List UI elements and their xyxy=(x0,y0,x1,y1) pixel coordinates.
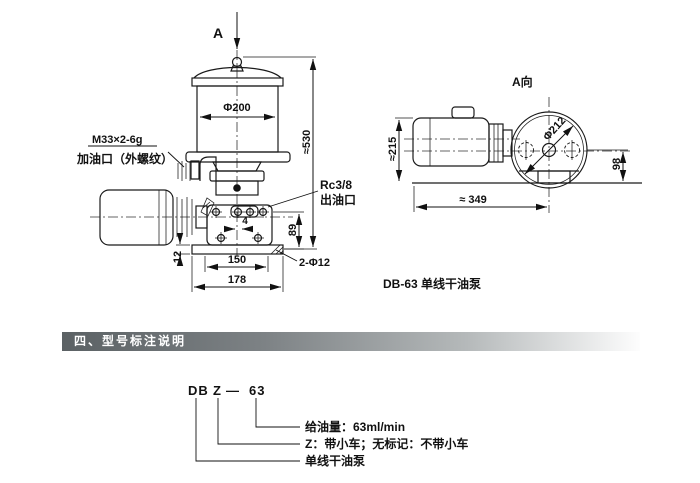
note-flow-rate: 给油量：63ml/min xyxy=(305,419,405,434)
dim-axis-height: 98 xyxy=(587,149,628,181)
dim-12-label: 12 xyxy=(172,251,184,263)
outlet-port-label: 出油口 xyxy=(320,192,356,207)
dim-base-width: 178 xyxy=(191,256,284,292)
callout-outlet: Rc3/8 出油口 xyxy=(267,178,356,208)
dim-530-label: ≈530 xyxy=(301,130,313,154)
note-pump-type: 单线干油泵 xyxy=(305,453,365,468)
dim-overall-height: ≈530 xyxy=(284,59,317,250)
dim-150-label: 150 xyxy=(228,254,246,266)
drawing-caption: DB-63 单线干油泵 xyxy=(383,276,481,291)
a-view: A向 xyxy=(383,74,642,291)
front-view: A Φ200 xyxy=(76,12,356,292)
dim-349-label: ≈ 349 xyxy=(459,194,486,206)
model-notes: 给油量：63ml/min Z：带小车；无标记：不带小车 单线干油泵 xyxy=(305,419,468,468)
model-code: DB Z — 63 xyxy=(188,383,265,398)
section-banner: 四、型号标注说明 xyxy=(62,332,640,351)
code-series: DB xyxy=(188,383,209,398)
a-view-motor xyxy=(412,106,513,167)
dim-215-label: ≈215 xyxy=(387,137,399,161)
dim-reservoir-diameter: Φ200 xyxy=(200,102,275,121)
filler-port-label: 加油口（外螺纹） xyxy=(76,151,173,166)
dim-4-label: 4 xyxy=(242,216,248,227)
dim-hole-span: 150 xyxy=(204,254,269,272)
dim-89-label: 89 xyxy=(287,224,299,236)
dim-body-height: ≈215 xyxy=(387,117,413,181)
filler-fitting xyxy=(177,156,217,181)
section-banner-title: 四、型号标注说明 xyxy=(74,334,187,348)
dim-98-label: 98 xyxy=(611,158,623,170)
callout-filler: M33×2-6g 加油口（外螺纹） xyxy=(76,134,185,168)
a-view-title: A向 xyxy=(512,74,533,89)
model-connector-lines xyxy=(195,398,300,462)
pump-body: 4 xyxy=(206,204,273,246)
pump-technical-drawing: A Φ200 xyxy=(76,12,642,292)
reservoir xyxy=(185,56,291,196)
note-cart-option: Z：带小车；无标记：不带小车 xyxy=(305,436,468,451)
base-plate xyxy=(191,244,284,255)
holes-label: 2-Φ12 xyxy=(299,257,330,269)
bolt-holes xyxy=(210,206,269,244)
outlet-thread-label: Rc3/8 xyxy=(320,178,352,192)
code-flow: 63 xyxy=(249,383,265,398)
callout-holes: 2-Φ12 xyxy=(275,249,330,269)
motor xyxy=(99,189,215,246)
code-dash: — xyxy=(226,383,240,398)
view-a-label: A xyxy=(213,25,223,41)
dim-base-height: 89 xyxy=(273,211,304,250)
code-variant: Z xyxy=(213,383,222,398)
model-designation-diagram: DB Z — 63 给油量：63ml/min Z：带小车；无标记：不带小车 单线… xyxy=(188,383,468,468)
thread-spec-label: M33×2-6g xyxy=(92,134,142,146)
dim-overall-length: ≈ 349 xyxy=(413,186,547,212)
dim-plate-thickness: 12 xyxy=(172,233,190,266)
dim-phi200-label: Φ200 xyxy=(223,102,250,114)
dim-178-label: 178 xyxy=(228,274,246,286)
